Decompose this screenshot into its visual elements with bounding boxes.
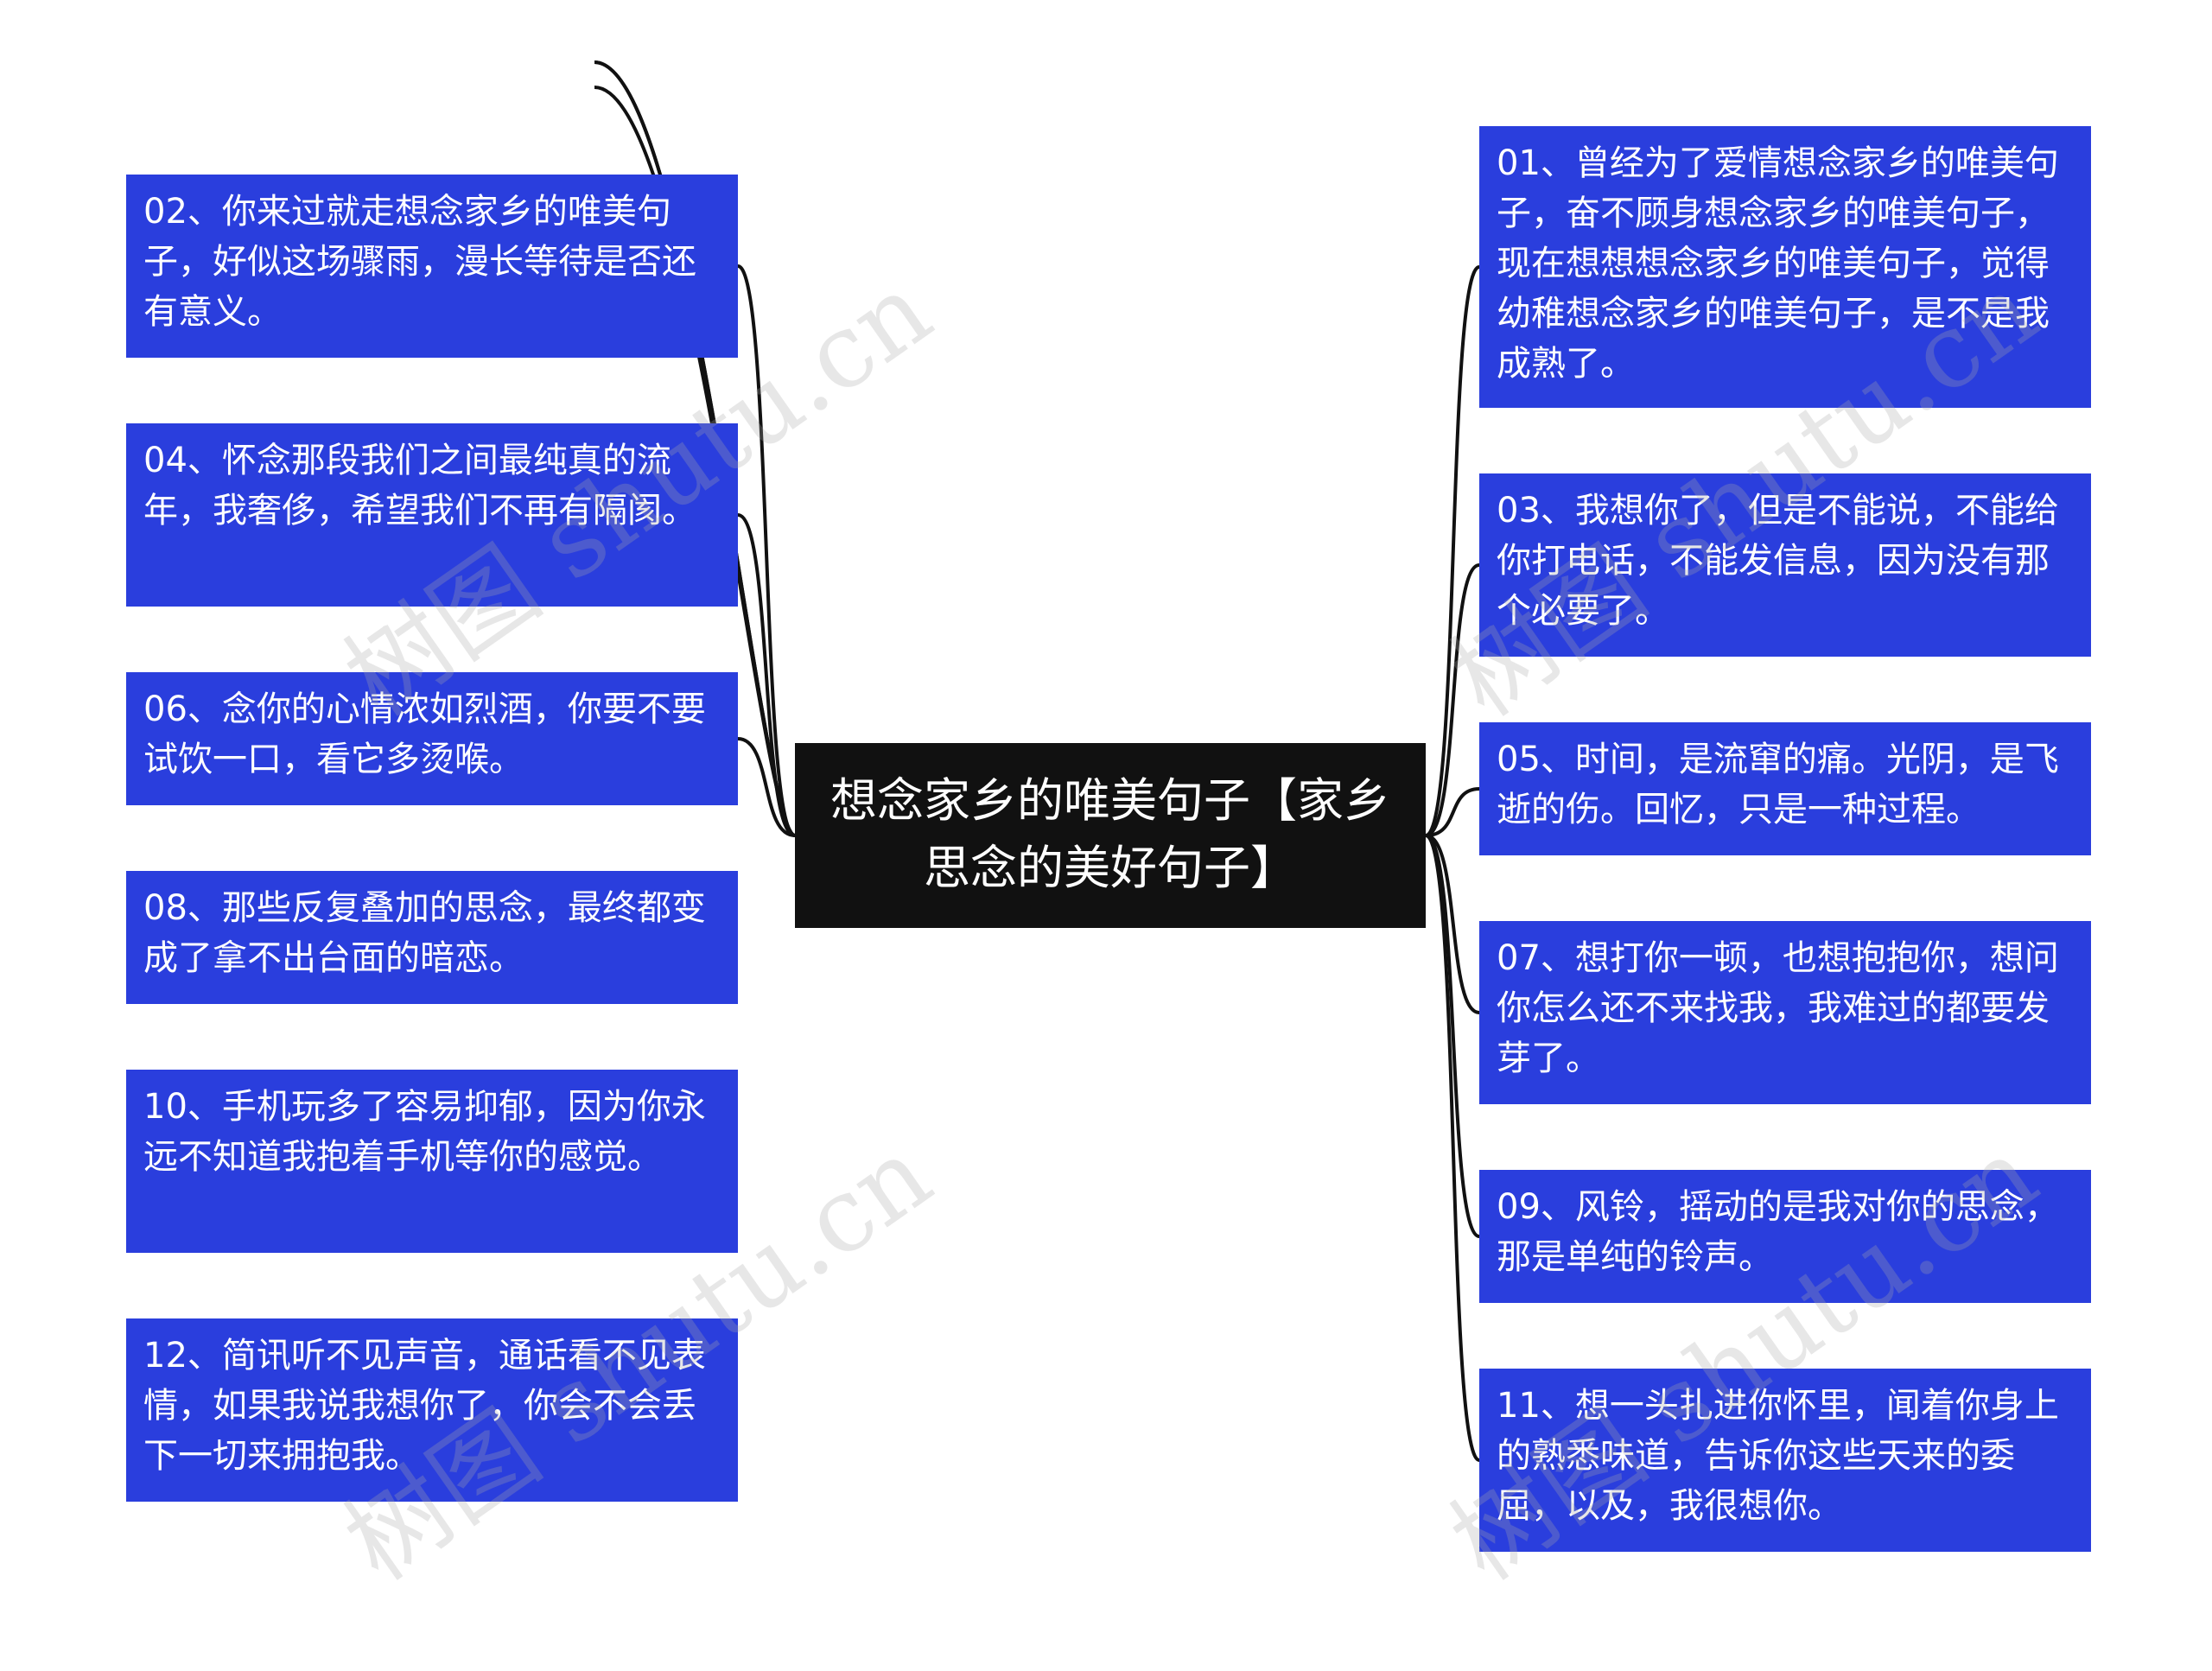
topic-node-label: 04、怀念那段我们之间最纯真的流年，我奢侈，希望我们不再有隔阂。 [143,441,696,531]
topic-node-08[interactable]: 08、那些反复叠加的思念，最终都变成了拿不出台面的暗恋。 [126,871,738,1004]
topic-node-02[interactable]: 02、你来过就走想念家乡的唯美句子，好似这场骤雨，漫长等待是否还有意义。 [126,175,738,358]
topic-node-07[interactable]: 07、想打你一顿，也想抱抱你，想问你怎么还不来找我，我难过的都要发芽了。 [1479,921,2091,1104]
topic-node-12[interactable]: 12、简讯听不见声音，通话看不见表情，如果我说我想你了，你会不会丢下一切来拥抱我… [126,1318,738,1502]
topic-node-03[interactable]: 03、我想你了，但是不能说，不能给你打电话，不能发信息，因为没有那个必要了。 [1479,473,2091,657]
topic-node-04[interactable]: 04、怀念那段我们之间最纯真的流年，我奢侈，希望我们不再有隔阂。 [126,423,738,607]
connector-right-5 [1425,834,1480,1238]
topic-node-label: 08、那些反复叠加的思念，最终都变成了拿不出台面的暗恋。 [143,888,706,978]
connector-left-5 [737,737,796,837]
topic-node-01[interactable]: 01、曾经为了爱情想念家乡的唯美句子，奋不顾身想念家乡的唯美句子，现在想想想念家… [1479,126,2091,408]
topic-node-label: 05、时间，是流窜的痛。光阴，是飞逝的伤。回忆，只是一种过程。 [1497,740,2059,829]
connector-right-6 [1425,834,1481,1462]
topic-node-label: 07、想打你一顿，也想抱抱你，想问你怎么还不来找我，我难过的都要发芽了。 [1497,938,2059,1078]
topic-node-05[interactable]: 05、时间，是流窜的痛。光阴，是飞逝的伤。回忆，只是一种过程。 [1479,722,2091,855]
topic-node-label: 09、风铃，摇动的是我对你的思念，那是单纯的铃声。 [1497,1187,2059,1277]
topic-node-label: 02、你来过就走想念家乡的唯美句子，好似这场骤雨，漫长等待是否还有意义。 [143,192,696,332]
topic-node-06[interactable]: 06、念你的心情浓如烈酒，你要不要试饮一口，看它多烫喉。 [126,672,738,805]
connector-right-2 [1425,563,1480,837]
topic-node-label: 03、我想你了，但是不能说，不能给你打电话，不能发信息，因为没有那个必要了。 [1497,491,2059,631]
topic-node-label: 12、简讯听不见声音，通话看不见表情，如果我说我想你了，你会不会丢下一切来拥抱我… [143,1336,706,1476]
connector-right-1 [1425,265,1480,837]
connector-right-3 [1425,787,1480,837]
connector-left-3 [737,513,796,837]
topic-node-label: 11、想一头扎进你怀里，闻着你身上的熟悉味道，告诉你这些天来的委屈，以及，我很想… [1497,1386,2059,1526]
root-topic-label: 想念家乡的唯美句子【家乡思念的美好句子】 [830,773,1390,895]
topic-node-label: 10、手机玩多了容易抑郁，因为你永远不知道我抱着手机等你的感觉。 [143,1087,706,1177]
topic-node-09[interactable]: 09、风铃，摇动的是我对你的思念，那是单纯的铃声。 [1479,1170,2091,1303]
topic-node-label: 01、曾经为了爱情想念家乡的唯美句子，奋不顾身想念家乡的唯美句子，现在想想想念家… [1497,143,2059,384]
root-topic[interactable]: 想念家乡的唯美句子【家乡思念的美好句子】 [795,743,1426,928]
topic-node-label: 06、念你的心情浓如烈酒，你要不要试饮一口，看它多烫喉。 [143,689,706,779]
topic-node-11[interactable]: 11、想一头扎进你怀里，闻着你身上的熟悉味道，告诉你这些天来的委屈，以及，我很想… [1479,1369,2091,1552]
connector-left-1 [737,264,796,837]
connector-right-4 [1425,834,1480,1014]
topic-node-10[interactable]: 10、手机玩多了容易抑郁，因为你永远不知道我抱着手机等你的感觉。 [126,1070,738,1253]
